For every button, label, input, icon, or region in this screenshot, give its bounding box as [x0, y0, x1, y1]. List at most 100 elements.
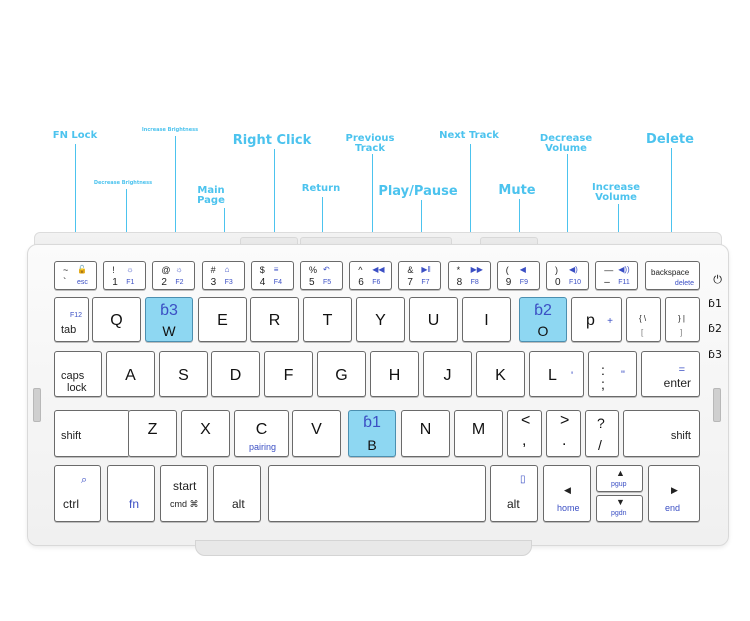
- fn-row-key-3[interactable]: @2☼F2: [152, 261, 196, 290]
- fn-row-key-8-fn-label: F7: [421, 279, 430, 286]
- key-j[interactable]: J: [423, 351, 472, 397]
- fn-row-key-2-fn-label: F1: [126, 279, 135, 286]
- fn-row-key-6[interactable]: %5↶F5: [300, 261, 343, 290]
- key-p[interactable]: p +: [571, 297, 622, 342]
- return-icon: ↶: [323, 265, 330, 274]
- key-x-label: X: [200, 421, 211, 438]
- fn-row-key-8[interactable]: &7▶‖F7: [398, 261, 442, 290]
- volume-down-icon: ◀): [569, 265, 578, 274]
- fn-row-key-12-number: –: [604, 277, 610, 288]
- equals-label: =: [678, 364, 685, 376]
- slash-label: /: [598, 437, 602, 453]
- key-f[interactable]: F: [264, 351, 313, 397]
- callout-return: Return: [301, 183, 341, 194]
- tab-key[interactable]: F12 tab: [54, 297, 89, 342]
- key-w[interactable]: ɓ3 W: [145, 297, 193, 342]
- right-shift-key[interactable]: shift: [623, 410, 700, 457]
- key-z[interactable]: Z: [128, 410, 177, 457]
- left-alt-label: alt: [232, 497, 245, 511]
- key-k[interactable]: K: [476, 351, 525, 397]
- backspace-key[interactable]: backspace delete: [645, 261, 700, 290]
- key-q[interactable]: Q: [92, 297, 141, 342]
- key-o[interactable]: ɓ2 O: [519, 297, 567, 342]
- key-comma[interactable]: < ,: [507, 410, 542, 457]
- key-x[interactable]: X: [181, 410, 230, 457]
- key-e-label: E: [217, 312, 228, 329]
- fn-row-key-1-shift: ~: [63, 265, 69, 275]
- fn-row-key-4-number: 3: [210, 277, 217, 288]
- delete-label: delete: [674, 280, 694, 287]
- key-m[interactable]: M: [454, 410, 503, 457]
- key-s[interactable]: S: [159, 351, 208, 397]
- fn-key[interactable]: fn: [107, 465, 155, 522]
- caps-lock-key[interactable]: caps lock: [54, 351, 102, 397]
- callout-play-pause: Play/Pause: [378, 184, 458, 199]
- fn-row-key-4[interactable]: #3⌂F3: [201, 261, 245, 290]
- key-t[interactable]: T: [303, 297, 352, 342]
- key-t-label: T: [322, 312, 333, 329]
- brightness-down-icon: ☼: [126, 265, 134, 274]
- key-d[interactable]: D: [211, 351, 260, 397]
- left-arrow-key[interactable]: ◀ home: [543, 465, 591, 522]
- fn-row-key-2-number: 1: [112, 277, 118, 288]
- key-e[interactable]: E: [198, 297, 247, 342]
- brace-top-label: { \: [639, 314, 647, 323]
- key-v[interactable]: V: [292, 410, 341, 457]
- key-i[interactable]: I: [462, 297, 511, 342]
- key-y[interactable]: Y: [356, 297, 405, 342]
- fn-row-key-5-number: 4: [259, 277, 266, 288]
- fn-row-key-12[interactable]: —–◀))F11: [595, 261, 639, 290]
- fn-row-key-11[interactable]: )0◀)F10: [546, 261, 589, 290]
- key-a[interactable]: A: [106, 351, 155, 397]
- fn-row-key-2[interactable]: !1☼F1: [103, 261, 147, 290]
- bt3-indicator: ɓ3: [708, 348, 722, 361]
- key-c[interactable]: C pairing: [234, 410, 289, 457]
- callout-increase-volume-line1: Increase: [592, 182, 640, 193]
- key-b[interactable]: ɓ1 B: [348, 410, 396, 457]
- fn-row-key-9[interactable]: *8▶▶F8: [447, 261, 491, 290]
- key-l[interactable]: L ': [529, 351, 584, 397]
- up-arrow-key[interactable]: ▲ pgup: [596, 465, 643, 492]
- left-alt-key[interactable]: alt: [213, 465, 261, 522]
- right-alt-key[interactable]: ▯ alt: [490, 465, 538, 522]
- fn-row-key-7[interactable]: ^6◀◀F6: [349, 261, 393, 290]
- callout-fn-lock: FN Lock: [52, 130, 98, 141]
- callout-main-page: Main Page: [197, 186, 225, 206]
- key-u[interactable]: U: [409, 297, 458, 342]
- key-slash[interactable]: ? /: [585, 410, 619, 457]
- pgdn-label: pgdn: [611, 510, 627, 517]
- ctrl-key[interactable]: ⌕ ctrl: [54, 465, 101, 522]
- key-open-brace[interactable]: { \ [: [626, 297, 661, 342]
- key-h[interactable]: H: [370, 351, 419, 397]
- key-g[interactable]: G: [317, 351, 366, 397]
- callout-next-track: Next Track: [439, 130, 499, 141]
- fn-row-key-6-fn-label: F5: [323, 279, 332, 286]
- enter-key[interactable]: = enter: [641, 351, 700, 397]
- fn-row-key-1[interactable]: ~`🔓esc: [54, 261, 97, 290]
- callout-increase-volume: Increase Volume: [592, 183, 640, 203]
- gt-label: >: [560, 412, 570, 429]
- key-n[interactable]: N: [401, 410, 450, 457]
- key-i-label: I: [484, 312, 489, 329]
- space-bar[interactable]: [268, 465, 486, 522]
- key-period[interactable]: > .: [546, 410, 581, 457]
- key-r[interactable]: R: [250, 297, 299, 342]
- start-key[interactable]: start cmd ⌘: [160, 465, 208, 522]
- leader-decrease-brightness: [126, 189, 127, 262]
- key-semicolon[interactable]: : ; ": [588, 351, 637, 397]
- fn-row-key-10[interactable]: (9◀F9: [496, 261, 540, 290]
- left-shift-key[interactable]: shift: [54, 410, 130, 457]
- key-close-brace[interactable]: } | ]: [665, 297, 700, 342]
- fn-row-key-5[interactable]: $4≡F4: [250, 261, 294, 290]
- right-arrow-key[interactable]: ▶ end: [648, 465, 700, 522]
- callout-increase-volume-line2: Volume: [595, 192, 637, 203]
- end-label: end: [665, 503, 681, 513]
- fn-row-key-1-fn-label: esc: [77, 279, 88, 286]
- callout-main-page-line2: Page: [197, 195, 225, 206]
- pgup-label: pgup: [611, 481, 627, 488]
- down-arrow-key[interactable]: ▼ pgdn: [596, 495, 643, 522]
- question-label: ?: [597, 415, 605, 431]
- callout-decrease-volume-line2: Volume: [545, 143, 587, 154]
- period-label: .: [562, 432, 567, 449]
- right-alt-label: alt: [507, 497, 520, 511]
